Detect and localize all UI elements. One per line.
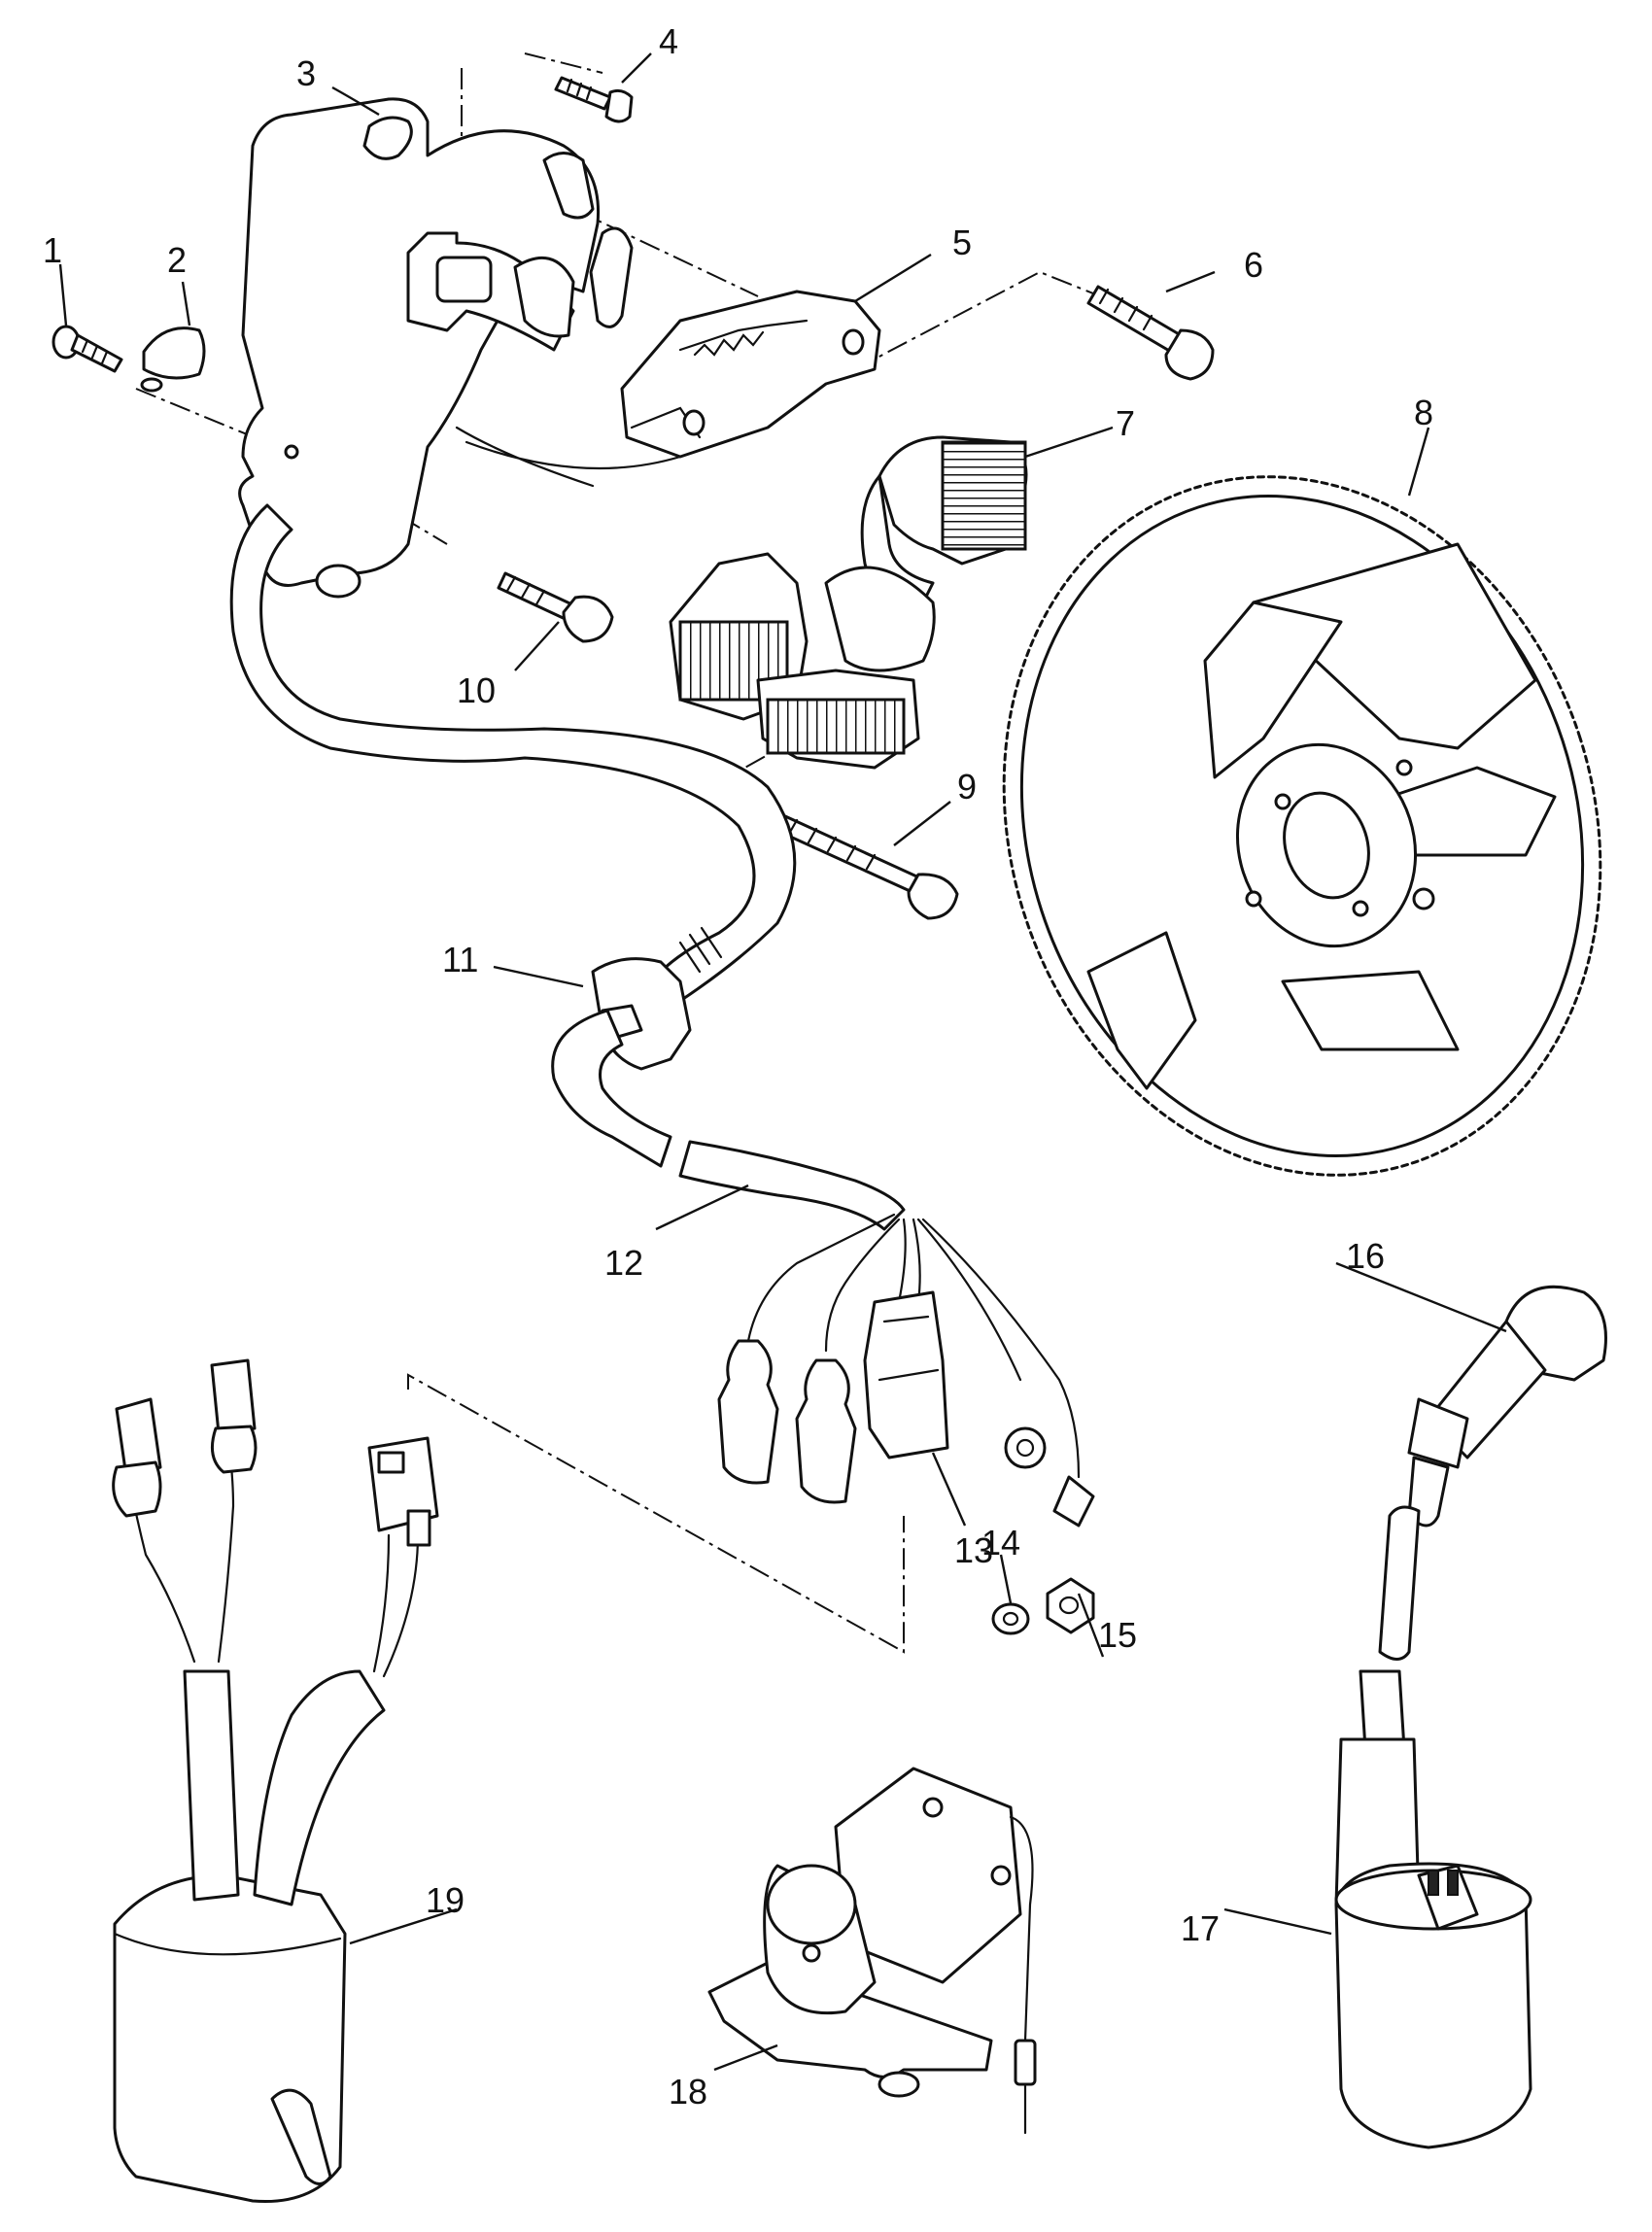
callout-5: 5 xyxy=(952,223,972,262)
callout-18: 18 xyxy=(669,2072,707,2112)
callout-16: 16 xyxy=(1346,1236,1385,1276)
part-1-screw xyxy=(52,325,123,373)
callout-13: 13 xyxy=(954,1530,993,1570)
part-12-wire-loom xyxy=(551,1009,1081,1479)
part-13-connectors xyxy=(717,1290,1095,1528)
part-10-screw xyxy=(497,571,614,643)
callout-2: 2 xyxy=(167,240,187,280)
part-6-screw xyxy=(1086,285,1215,381)
part-3-stator-plate xyxy=(238,97,634,599)
callout-14: 14 xyxy=(981,1523,1020,1562)
part-19-cdi-box xyxy=(112,1358,439,2204)
callout-19: 19 xyxy=(426,1880,465,1920)
callout-leaders xyxy=(58,52,1507,2072)
part-18-starter-solenoid xyxy=(707,1767,1037,2135)
callout-8: 8 xyxy=(1414,393,1433,432)
callout-10: 10 xyxy=(457,670,496,710)
callout-4: 4 xyxy=(659,21,678,61)
part-15-nut xyxy=(1046,1577,1095,1634)
part-14-lock-washer xyxy=(991,1602,1030,1635)
callout-1: 1 xyxy=(43,230,62,270)
part-4-screw xyxy=(554,76,634,123)
part-8-flywheel xyxy=(1002,475,1602,1177)
callout-numbers: 1 2 3 4 5 6 7 8 9 10 11 12 13 14 15 16 1… xyxy=(43,21,1433,2112)
callout-11: 11 xyxy=(442,940,478,979)
part-5-exciter-module xyxy=(620,290,881,459)
callout-12: 12 xyxy=(604,1243,643,1283)
part-16-spark-plug-cap xyxy=(1378,1285,1607,1661)
part-17-ignition-coil xyxy=(1334,1669,1532,2149)
callout-7: 7 xyxy=(1116,403,1135,443)
callout-3: 3 xyxy=(296,53,316,93)
part-2-washer xyxy=(140,326,206,393)
part-stator-coils xyxy=(406,152,682,488)
callout-6: 6 xyxy=(1244,245,1263,285)
callout-17: 17 xyxy=(1181,1908,1220,1948)
part-9-screw xyxy=(775,814,959,920)
callout-15: 15 xyxy=(1098,1615,1137,1655)
callout-9: 9 xyxy=(957,767,977,807)
part-lower-coil-assembly xyxy=(669,552,936,770)
